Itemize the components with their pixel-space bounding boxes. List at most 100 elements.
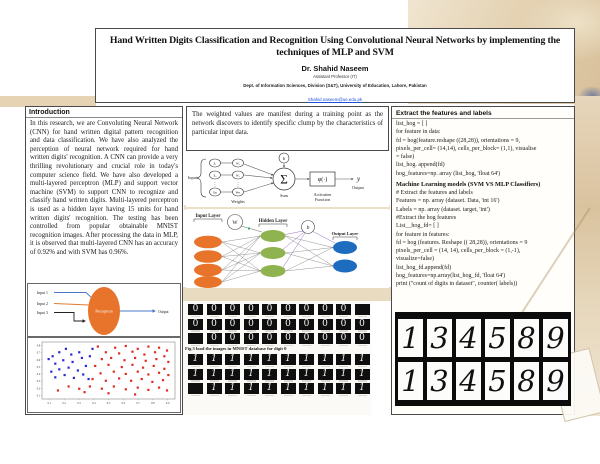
x-tick-label: 0.9 bbox=[166, 402, 170, 405]
output-symbol: y bbox=[356, 175, 361, 183]
mnist-digit-cell: 1 bbox=[317, 354, 333, 367]
scatter-point bbox=[78, 351, 81, 354]
mnist-digit-cell: 1 bbox=[225, 368, 240, 382]
x-nodes: x₁ x₂ xₘ ⋮ bbox=[209, 158, 221, 197]
scatter-point bbox=[143, 353, 146, 356]
inputs-label: Inputs bbox=[188, 175, 199, 180]
sum-label: Sum bbox=[280, 193, 288, 198]
code-line: Labels = np. array (dataset. target, 'in… bbox=[396, 206, 490, 213]
author-role: Assistant Professor (IT) bbox=[313, 73, 357, 79]
scatter-point bbox=[54, 362, 57, 365]
handwritten-digit-8: 8 bbox=[514, 318, 539, 357]
mnist-digit-cell: 1 bbox=[206, 368, 222, 382]
scatter-point bbox=[110, 356, 113, 360]
hidden-layer-label: Hidden Layer bbox=[259, 219, 289, 224]
perceptron-node-label: Perceptron bbox=[95, 309, 112, 314]
scatter-point bbox=[84, 364, 87, 368]
scatter-point bbox=[82, 373, 85, 376]
scatter-point bbox=[71, 360, 74, 364]
scatter-point bbox=[131, 363, 134, 366]
mnist-digit-cell: 0 bbox=[280, 304, 296, 317]
code-line: for feature in features: bbox=[396, 231, 450, 238]
scatter-point bbox=[130, 379, 133, 382]
introduction-column: Introduction In this research, we are Co… bbox=[25, 106, 183, 415]
x-tick-label: 0.4 bbox=[92, 402, 96, 405]
y-tick-label: 0.4 bbox=[37, 373, 41, 376]
bias-node bbox=[301, 220, 315, 234]
input3-label: Input 3 bbox=[37, 311, 48, 315]
author-email-link[interactable]: Shahid.naseem@ue.edu.pk bbox=[307, 96, 363, 102]
mnist-digit-cell: 1 bbox=[280, 383, 296, 396]
code-line: = false) bbox=[396, 154, 415, 161]
weights-node bbox=[227, 214, 243, 230]
handwritten-digit-9: 9 bbox=[543, 361, 568, 400]
mnist-digit-cell: 0 bbox=[299, 318, 314, 332]
y-tick-label: 0.5 bbox=[37, 366, 41, 369]
output-layer-bracket bbox=[332, 236, 358, 240]
mnist-digit-cell: 1 bbox=[243, 368, 259, 382]
desk-photo-band bbox=[0, 96, 96, 107]
code-line: print ("count of digits in dataset", cou… bbox=[396, 281, 518, 288]
scatter-point bbox=[112, 370, 115, 373]
perceptron-figure: Input 1 Input 2 Input 3 Perceptron Outpu… bbox=[27, 283, 181, 337]
scatter-point bbox=[141, 366, 145, 369]
input-layer-label: Input Layer bbox=[196, 214, 222, 219]
perceptron-math-figure: Inputs x₁ x₂ xₘ ⋮ w₁ w₂ wₘ ⋮ Weights bbox=[186, 151, 389, 207]
scatter-point bbox=[144, 359, 147, 362]
scatter-point bbox=[67, 385, 70, 388]
poster-title: Hand Written Digits Classification and R… bbox=[109, 35, 561, 59]
scatter-point bbox=[83, 391, 86, 394]
scatter-point bbox=[76, 369, 80, 372]
inputs-brace bbox=[196, 158, 207, 198]
activation-label-2: Function bbox=[315, 197, 331, 202]
code-line: List__hog_fd= [ ] bbox=[396, 223, 439, 230]
scatter-point bbox=[58, 351, 61, 354]
input2-label: Input 2 bbox=[37, 302, 48, 306]
mnist-digit-cell: 0 bbox=[243, 318, 259, 332]
mnist-digit-cell bbox=[188, 333, 203, 346]
mnist-digit-cell: 1 bbox=[243, 354, 259, 367]
mnist-digit-cell: 0 bbox=[317, 333, 333, 346]
scatter-point bbox=[167, 373, 170, 377]
scatter-point bbox=[163, 367, 166, 370]
scatter-point bbox=[96, 345, 99, 348]
scatter-point bbox=[155, 358, 158, 361]
scatter-point bbox=[100, 358, 103, 361]
scatter-point bbox=[134, 356, 137, 360]
hidden-layer-bracket bbox=[258, 223, 288, 227]
code-line: fd = hog(feature.reshape ((28,28)), orie… bbox=[396, 137, 521, 144]
mnist-digit-cell: 0 bbox=[243, 304, 259, 317]
mnist-digit-cell: 0 bbox=[225, 333, 240, 346]
plot-area bbox=[41, 341, 176, 400]
mnist-digit-cell: 0 bbox=[317, 318, 333, 332]
mnist-digit-cell: 1 bbox=[299, 383, 314, 396]
bias-node-label: b bbox=[307, 225, 310, 231]
handwritten-digit-5: 5 bbox=[485, 361, 510, 400]
sum-connection-lines bbox=[220, 162, 274, 193]
code-line: list_hog = [ ] bbox=[396, 121, 428, 127]
x-tick-label: 0.7 bbox=[136, 402, 140, 405]
scatter-point bbox=[63, 373, 66, 377]
mnist-digit-cell: 1 bbox=[299, 354, 314, 367]
code-line: list_hog_fd.append(fd) bbox=[396, 264, 452, 271]
svg-text:wₘ: wₘ bbox=[236, 190, 242, 194]
mnist-digit-cell: 0 bbox=[206, 304, 222, 317]
sigma-symbol: Σ bbox=[280, 172, 288, 187]
scatter-point bbox=[123, 359, 126, 362]
code-line: for feature in data: bbox=[396, 129, 441, 136]
x-tick-label: 0.1 bbox=[48, 402, 52, 405]
introduction-heading: Introduction bbox=[26, 107, 182, 118]
desk-photo-gap bbox=[183, 287, 391, 301]
handwritten-digit-3: 3 bbox=[427, 361, 452, 400]
features-heading: Extract the features and labels bbox=[392, 107, 574, 119]
scatter-point bbox=[104, 351, 107, 354]
output-layer-nodes bbox=[333, 241, 357, 273]
weights-label: Weights bbox=[231, 199, 245, 204]
mnist-digit-cell: 1 bbox=[206, 354, 222, 367]
code-line: visualize=false) bbox=[396, 256, 435, 263]
mlp-layers-diagram: Input Layer Hidden Layer Output Layer bbox=[193, 214, 358, 288]
scatter-point bbox=[88, 355, 91, 358]
